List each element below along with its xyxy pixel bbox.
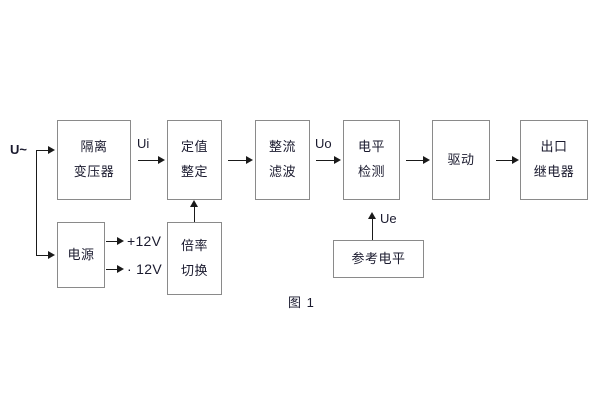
block-rectify-filter[interactable]: 整流 滤波	[255, 120, 310, 200]
arrow-into-driver	[423, 156, 430, 164]
arrow-into-rectify-filter	[246, 156, 253, 164]
signal-label-uo: Uo	[315, 136, 332, 151]
branch-line-to-power-supply	[36, 255, 50, 256]
block-rectify-filter-line1: 整流	[268, 139, 296, 155]
arrow-into-level-detect	[334, 156, 341, 164]
branch-line-to-isolation-transformer	[36, 150, 50, 151]
line-multiplier-to-setting	[194, 206, 195, 222]
block-output-relay[interactable]: 出口 继电器	[520, 120, 588, 200]
block-reference-level[interactable]: 参考电平	[333, 240, 424, 278]
block-power-supply[interactable]: 电源	[57, 222, 105, 288]
line-rail-positive	[106, 241, 120, 242]
input-branch-vertical-line	[36, 150, 37, 255]
block-multiplier-switch-line1: 倍率	[180, 237, 208, 253]
block-isolation-transformer[interactable]: 隔离 变压器	[57, 120, 131, 200]
arrow-into-setting-value-from-multiplier	[190, 200, 198, 207]
block-driver-line1: 驱动	[447, 151, 475, 167]
arrow-into-setting-value	[158, 156, 165, 164]
block-output-relay-line1: 出口	[540, 139, 568, 155]
block-setting-value-line1: 定值	[180, 139, 208, 155]
input-label-u-ac: U~	[10, 142, 27, 157]
label-rail-negative-12v: · 12V	[127, 261, 162, 277]
block-driver[interactable]: 驱动	[432, 120, 490, 200]
block-reference-level-line1: 参考电平	[351, 250, 406, 266]
arrow-into-power-supply	[48, 251, 55, 259]
line-rectify-to-level-detect	[316, 160, 337, 161]
line-setting-to-rectify	[228, 160, 249, 161]
block-level-detect-line2: 检测	[357, 164, 385, 179]
block-level-detect-line1: 电平	[357, 139, 385, 155]
arrow-into-level-detect-from-reference	[368, 212, 376, 219]
block-setting-value[interactable]: 定值 整定	[167, 120, 222, 200]
block-isolation-transformer-line2: 变压器	[73, 164, 115, 179]
line-rail-negative	[106, 269, 120, 270]
block-multiplier-switch-line2: 切换	[180, 262, 208, 278]
block-level-detect[interactable]: 电平 检测	[343, 120, 400, 200]
block-output-relay-line2: 继电器	[533, 164, 575, 179]
arrow-rail-positive	[117, 237, 124, 245]
arrow-rail-negative	[117, 265, 124, 273]
block-rectify-filter-line2: 滤波	[268, 164, 296, 179]
signal-label-ui: Ui	[137, 136, 150, 151]
arrow-into-output-relay	[512, 156, 519, 164]
figure-caption: 图 1	[288, 295, 315, 310]
block-multiplier-switch[interactable]: 倍率 切换	[167, 222, 222, 295]
label-rail-positive-12v: +12V	[127, 233, 162, 249]
block-setting-value-line2: 整定	[180, 164, 208, 179]
block-power-supply-line1: 电源	[67, 246, 95, 262]
block-isolation-transformer-line1: 隔离	[80, 139, 108, 155]
line-driver-to-output-relay	[496, 160, 516, 161]
arrow-into-isolation-transformer	[48, 146, 55, 154]
line-isolation-to-setting	[138, 160, 160, 161]
line-reference-to-level-detect	[372, 218, 373, 240]
line-level-detect-to-driver	[406, 160, 426, 161]
signal-label-ue: Ue	[380, 211, 397, 226]
